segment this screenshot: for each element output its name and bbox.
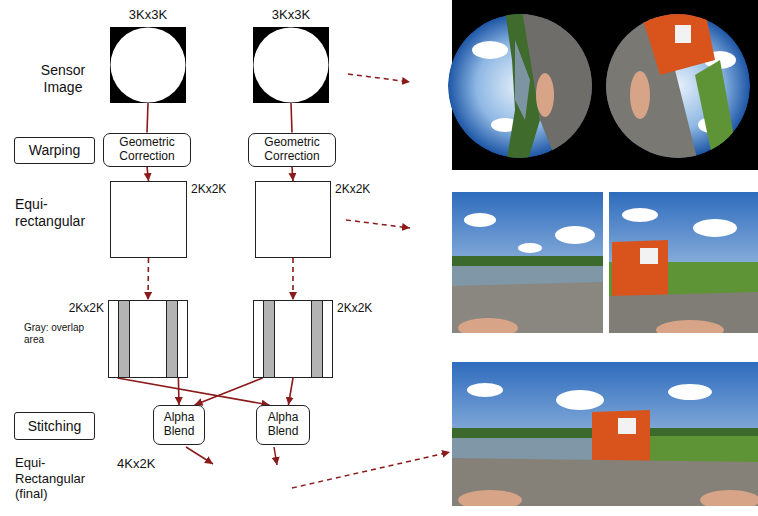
photo-hand xyxy=(656,320,724,333)
connector xyxy=(147,103,148,133)
photo-building xyxy=(592,410,650,466)
output-arrow xyxy=(274,447,277,465)
photo-cloud xyxy=(464,213,496,227)
lens-circle-frame xyxy=(110,27,186,103)
overlap-square: 2Kx2K xyxy=(253,300,333,378)
process-box: Alpha Blend xyxy=(153,405,205,445)
photo-cloud xyxy=(472,41,508,59)
sensor-image: 3Kx3K xyxy=(110,27,186,103)
photo-building xyxy=(612,240,668,302)
stage-tag: Stitching xyxy=(14,412,95,440)
connector xyxy=(195,378,263,405)
node-text: Stitching xyxy=(28,418,82,434)
leader-arrow xyxy=(348,74,410,82)
output-arrow xyxy=(186,447,213,464)
photo-window xyxy=(640,248,658,264)
photo-hand xyxy=(630,71,650,119)
fisheye-left xyxy=(448,10,600,170)
photo-cloud xyxy=(555,226,595,244)
node-text: Geometric Correction xyxy=(253,136,331,164)
connector xyxy=(147,258,149,300)
photo-cloud xyxy=(556,390,604,410)
process-box: Geometric Correction xyxy=(248,133,336,167)
photo-cloud xyxy=(467,383,503,397)
process-box: Alpha Blend xyxy=(256,405,310,445)
photo-hand xyxy=(700,490,758,506)
photo-trees xyxy=(505,10,540,170)
overlap-band xyxy=(311,301,323,377)
photo-cloud xyxy=(622,208,658,222)
image-square: 2Kx2K xyxy=(110,181,187,258)
photo-window xyxy=(618,418,636,434)
connector xyxy=(291,103,292,133)
node-text: Alpha Blend xyxy=(261,411,305,439)
photo-grass xyxy=(695,60,740,170)
size-label: 2Kx2K xyxy=(191,183,226,197)
stage-tag: Warping xyxy=(14,137,95,164)
size-label: 2Kx2K xyxy=(69,302,104,316)
size-label: 4Kx2K xyxy=(117,456,177,472)
lens-circle xyxy=(254,28,329,103)
equirect-right xyxy=(609,192,758,333)
photo-cloud xyxy=(668,384,712,400)
photo-window xyxy=(675,25,691,43)
node-text: Geometric Correction xyxy=(108,136,186,164)
photo-building xyxy=(640,10,715,75)
photo-hand xyxy=(458,490,522,506)
connector xyxy=(292,167,293,182)
panorama xyxy=(452,362,758,506)
overlap-square: 2Kx2K xyxy=(108,300,188,378)
size-label: 3Kx3K xyxy=(272,8,310,23)
connector xyxy=(292,258,294,300)
lens-circle-frame xyxy=(253,27,329,103)
size-label: 2Kx2K xyxy=(335,183,370,197)
overlap-band xyxy=(118,301,130,377)
row-label: Equi- rectangular xyxy=(15,196,97,230)
photo-sky xyxy=(452,362,758,506)
size-label: 3Kx3K xyxy=(129,8,167,23)
row-label: Equi- Rectangular (final) xyxy=(15,455,107,502)
row-label: Sensor Image xyxy=(27,62,99,96)
node-text: Warping xyxy=(29,142,81,158)
size-label: 2Kx2K xyxy=(337,302,372,316)
leader-arrow xyxy=(292,452,450,488)
photo-lake xyxy=(515,40,530,120)
note-label: Gray: overlap area xyxy=(24,322,90,346)
photo-sky xyxy=(609,192,758,333)
photo-grass xyxy=(650,436,758,464)
photo-hand xyxy=(458,318,518,333)
connector xyxy=(178,378,180,405)
photo-cloud xyxy=(693,219,737,237)
process-box: Geometric Correction xyxy=(103,133,191,167)
lens-circle xyxy=(111,28,186,103)
photo-sky xyxy=(452,192,603,333)
node-text: Alpha Blend xyxy=(158,411,200,439)
fisheye-right xyxy=(600,10,750,170)
photo-hand xyxy=(536,73,554,117)
equirect-left xyxy=(452,192,603,333)
connector xyxy=(118,378,270,405)
photo-cloud xyxy=(518,243,542,253)
image-square: 2Kx2K xyxy=(255,181,331,258)
connector xyxy=(288,378,293,405)
overlap-band xyxy=(263,301,275,377)
overlap-band xyxy=(166,301,178,377)
connector xyxy=(147,167,149,182)
leader-arrow xyxy=(346,220,410,228)
sensor-image: 3Kx3K xyxy=(253,27,329,103)
photo-lake xyxy=(452,438,592,460)
